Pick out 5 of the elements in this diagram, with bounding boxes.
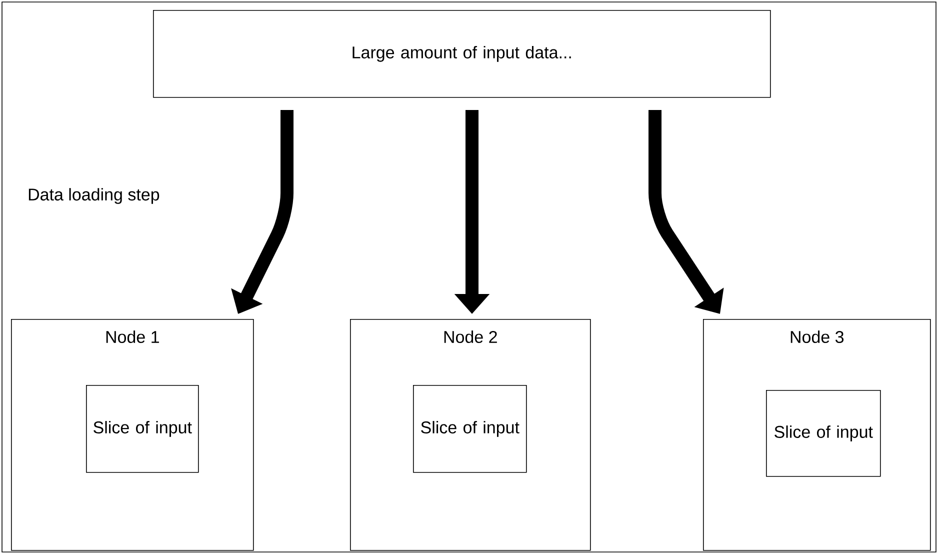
data-box: Large amount of input data...: [153, 10, 771, 98]
slice-box: Slice of input: [413, 385, 527, 473]
slice-box: Slice of input: [86, 385, 199, 473]
slice-box: Slice of input: [766, 390, 881, 477]
annotation-text: Data loading step: [28, 188, 160, 204]
